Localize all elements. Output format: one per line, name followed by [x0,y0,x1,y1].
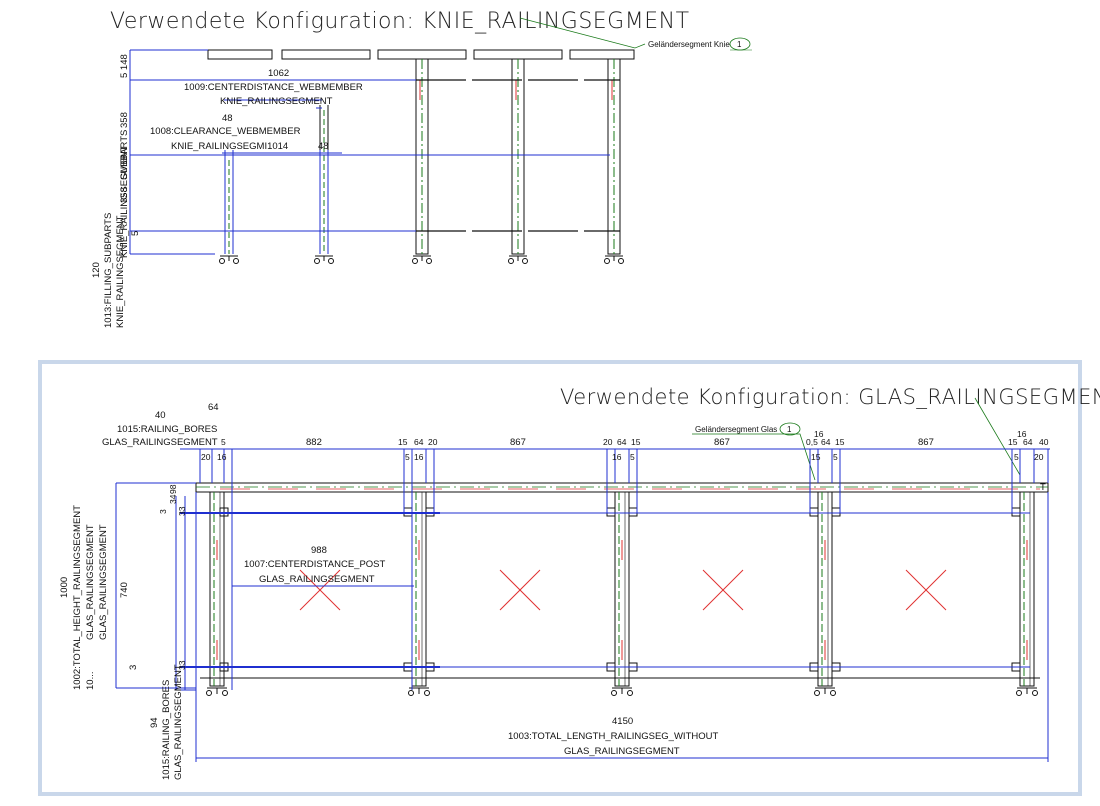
bottom-dim-railing-bores: 1015:RAILING_BORES [117,424,217,435]
bottom-dim-867c: 867 [918,437,934,448]
top-vdim-5b: 5 [130,231,141,236]
bottom-dim-40: 40 [155,410,166,421]
top-vdim-subparts-label: SUBPARTS [119,130,130,180]
bottom-vdim-34: 34 [168,494,178,504]
bottom-dim-s0-5: 0,5 [806,437,818,447]
bottom-vdim-94: 94 [149,717,160,728]
bottom-dim-867b: 867 [714,437,730,448]
bottom-dim-glas-seg-bottom: GLAS_RAILINGSEGMENT [564,746,680,757]
bottom-view-frame [38,360,1082,796]
bottom-t-mark: T [1040,482,1046,493]
top-rails [416,79,620,232]
bottom-dim-total-length: 1003:TOTAL_LENGTH_RAILINGSEG_WITHOUT [508,731,718,742]
bottom-dim-882: 882 [306,437,322,448]
bottom-dim-s20b: 20 [603,437,613,447]
bottom-vdim-98: 98 [168,484,178,494]
bottom-vdim-33b: 33 [177,660,187,670]
bottom-dim-r20a: 20 [201,452,211,462]
bottom-dim-glas-seg-mid: GLAS_RAILINGSEGMENT [259,574,375,585]
bottom-vdim-ten: 10... [85,672,96,691]
bottom-dim-4150: 4150 [612,716,633,727]
top-leader-line [519,17,646,49]
top-vdim-5: 5 [119,155,130,160]
top-dim-centerdistance: 1009:CENTERDISTANCE_WEBMEMBER [184,82,363,93]
top-vdim-subparts: KNIE_RAILINGSEGMENT [119,145,130,258]
top-config-title: Verwendete Konfiguration: KNIE_RAILINGSE… [110,9,690,34]
bottom-feet [206,687,1038,696]
bottom-vdim-3: 3 [128,665,139,670]
bottom-vdim-740: 740 [119,582,130,598]
top-vdim-358b: 358 [119,187,130,203]
top-dim-knie-seg-1: KNIE_RAILINGSEGMENT [220,96,333,107]
bottom-dim-988: 988 [311,545,327,556]
bottom-dim-s15b: 15 [631,437,641,447]
bottom-dim-glas-seg-top: GLAS_RAILINGSEGMENT [102,437,218,448]
top-feet [219,255,624,264]
bottom-dim-64: 64 [208,402,219,413]
bottom-dim-r5b: 5 [630,452,635,462]
top-vdim-358a: 358 [119,112,130,128]
top-vdim-knie2: KNIE_RAILINGSEGMENT [115,215,126,328]
bottom-dim-s16top: 16 [814,429,824,439]
bottom-vdim-total-height: 1002:TOTAL_HEIGHT_RAILINGSEGMENT [72,505,83,690]
top-dimension-lines [129,49,610,255]
bottom-dim-s40: 40 [1039,437,1049,447]
bottom-dim-r16a: 16 [217,452,227,462]
top-vdim-filling: 1013:FILLING_SUBPARTS [103,213,114,328]
bottom-dim-r5d: 5 [1014,452,1019,462]
bottom-leader-label: Geländersegment Glas [695,425,777,434]
bottom-dim-s15a: 15 [398,437,408,447]
bottom-dim-s64b: 64 [617,437,627,447]
bottom-vdim-3b: 3 [158,509,168,514]
bottom-vdim-railing-bores: 1015:RAILING_BORES [161,680,172,780]
top-leader-number: 1 [737,40,742,49]
bottom-dim-s64a: 64 [414,437,424,447]
bottom-dim-s5a: 5 [221,437,226,447]
bottom-vdim-33a: 33 [177,506,187,516]
top-vdim-120: 120 [91,262,102,278]
bottom-posts [209,491,1035,687]
bottom-config-title: Verwendete Konfiguration: GLAS_RAILINGSE… [560,385,1100,409]
bottom-vdim-glas1: GLAS_RAILINGSEGMENT [85,524,96,640]
top-dim-48a: 48 [222,113,233,124]
top-posts-large [415,58,621,255]
bottom-dim-r15: 15 [811,452,821,462]
bottom-dim-r5c: 5 [833,452,838,462]
top-rail-plates [207,49,635,60]
bottom-dim-s15c: 15 [835,437,845,447]
bottom-dim-r16c: 16 [612,452,622,462]
bottom-dim-s64d: 64 [1023,437,1033,447]
bottom-dim-r16b: 16 [414,452,424,462]
bottom-view: Verwendete Konfiguration: GLAS_RAILINGSE… [38,360,1100,796]
top-dim-knie-seg-2: KNIE_RAILINGSEGMI1014 [171,141,288,152]
bottom-dim-centerdistance-post: 1007:CENTERDISTANCE_POST [244,559,386,570]
bottom-dim-r5a: 5 [405,452,410,462]
top-dim-clearance: 1008:CLEARANCE_WEBMEMBER [150,126,301,137]
bottom-dim-s16top2: 16 [1017,429,1027,439]
top-dim-1062: 1062 [268,68,289,79]
glass-panel-crosses [299,569,947,611]
bottom-dim-867a: 867 [510,437,526,448]
top-dim-48b: 48 [318,141,329,152]
bottom-dim-r20b: 20 [1034,452,1044,462]
bottom-dim-s15d: 15 [1008,437,1018,447]
top-view: Verwendete Konfiguration: KNIE_RAILINGSE… [91,9,752,328]
bottom-dim-s64c: 64 [821,437,831,447]
top-vdim-148: 5 148 [119,54,130,78]
bottom-leader-balloon [779,422,801,436]
top-leader-label: Geländersegment Knie [648,40,730,49]
bottom-vdim-glas2: GLAS_RAILINGSEGMENT [98,524,109,640]
bottom-vdim-1000: 1000 [59,577,70,598]
bottom-leader-number: 1 [787,425,792,434]
bottom-dimension-lines [115,448,1050,762]
bottom-vdim-glas-bores: GLAS_RAILINGSEGMENT [173,664,184,780]
bottom-dim-s20a: 20 [428,437,438,447]
